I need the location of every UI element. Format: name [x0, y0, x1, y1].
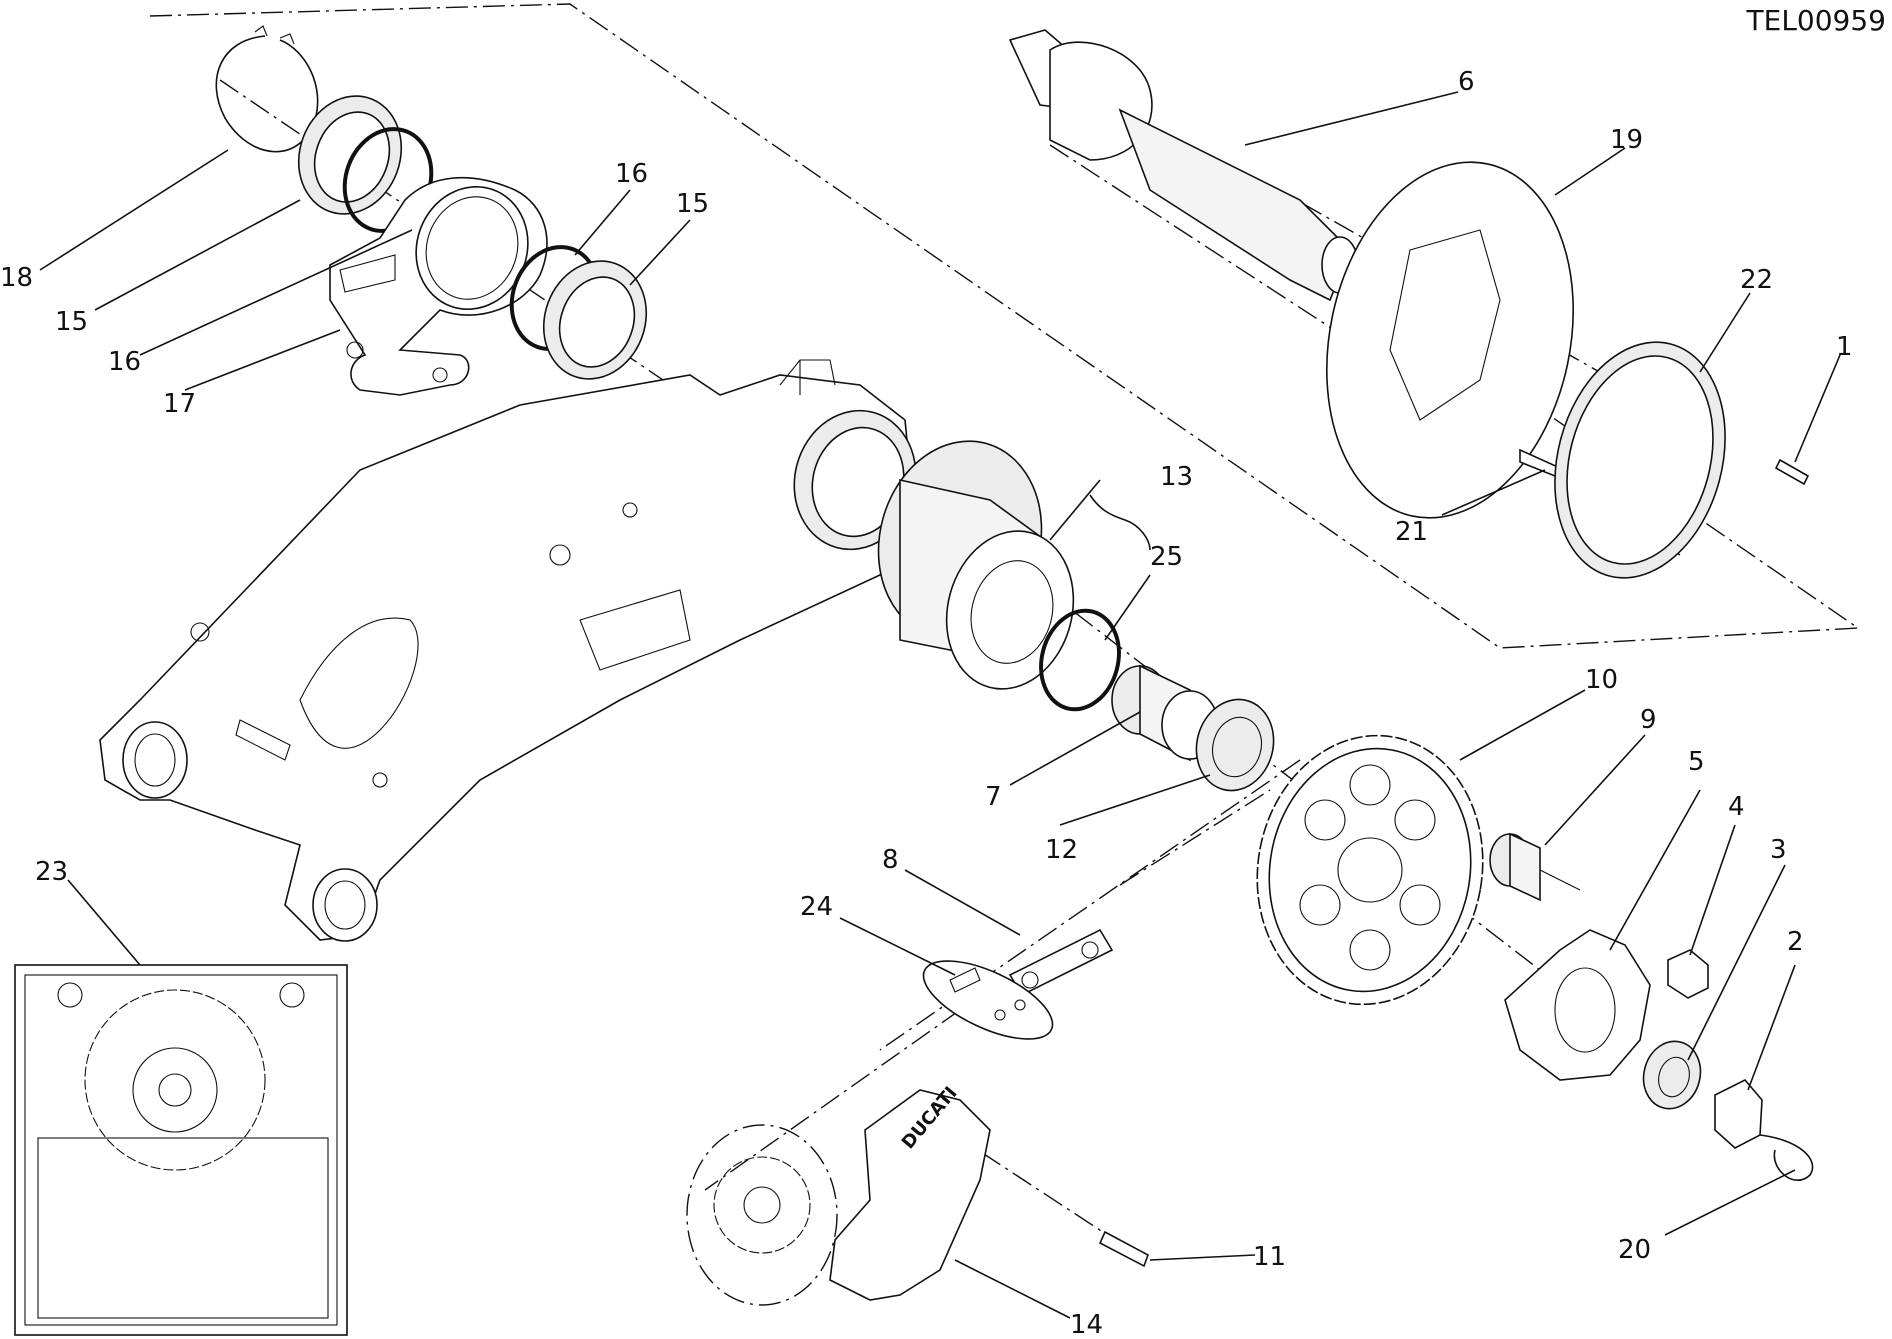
ring-nut-2: [1714, 1079, 1763, 1149]
label-13: 13: [1160, 462, 1193, 492]
label-5: 5: [1688, 747, 1705, 777]
seal-25: [1039, 608, 1121, 712]
label-21: 21: [1395, 517, 1428, 547]
label-2: 2: [1787, 927, 1804, 957]
label-8: 8: [882, 845, 899, 875]
label-18: 18: [0, 263, 33, 293]
part-number-labels: 1 2 3 4 5 6 7 8 9 10 11 12 13 14 15 15 1…: [0, 67, 1853, 1339]
disc-bolt-21: [1519, 448, 1561, 480]
screw-1: [1774, 458, 1810, 486]
axis-line-disc-bolt: [1269, 184, 1641, 396]
label-15-left: 15: [55, 307, 88, 337]
stud-9: [1489, 832, 1581, 902]
sprocket-flange-5: [1504, 929, 1651, 1081]
label-15-right: 15: [676, 189, 709, 219]
rear-sprocket-10: [1256, 734, 1484, 1006]
label-10: 10: [1585, 665, 1618, 695]
assembly-boundary-line: [149, 3, 1861, 649]
label-24: 24: [800, 892, 833, 922]
label-19: 19: [1610, 125, 1643, 155]
inset-detail-23: [14, 964, 348, 1336]
label-12: 12: [1045, 835, 1078, 865]
cover-bolt-11: [1098, 1230, 1149, 1268]
label-4: 4: [1728, 792, 1745, 822]
sprocket-cover-14: DUCATI: [829, 1083, 991, 1301]
tone-ring-22: [1554, 341, 1726, 579]
label-6: 6: [1458, 67, 1475, 97]
label-11: 11: [1253, 1242, 1286, 1272]
label-14: 14: [1070, 1310, 1103, 1339]
axis-line-chain-lower: [704, 1009, 961, 1191]
clip-20: [1759, 1134, 1814, 1181]
label-17: 17: [163, 389, 196, 419]
label-16-right: 16: [615, 159, 648, 189]
label-3: 3: [1770, 835, 1787, 865]
axis-line-chain-link: [1119, 789, 1271, 886]
label-23: 23: [35, 857, 68, 887]
label-22: 22: [1740, 265, 1773, 295]
label-16-left: 16: [108, 347, 141, 377]
figure-reference-code: TEL00959: [1746, 4, 1886, 37]
label-1: 1: [1836, 332, 1853, 362]
axis-line-chain-upper: [879, 759, 1301, 1051]
label-20: 20: [1618, 1235, 1651, 1265]
circlip-18: [215, 25, 319, 153]
rear-axle-6: [1008, 29, 1359, 302]
brake-disc-19: [1326, 161, 1574, 519]
label-25: 25: [1150, 542, 1183, 572]
label-9: 9: [1640, 705, 1657, 735]
nut-4: [1667, 949, 1709, 999]
single-sided-swingarm: [99, 359, 917, 942]
leader-lines: [39, 91, 1841, 1319]
front-sprocket-reference: [686, 1124, 838, 1306]
bushing-7: [1111, 664, 1219, 762]
washer-3: [1642, 1040, 1702, 1110]
spacer-12: [1195, 698, 1275, 792]
chain-link-8: [1008, 928, 1114, 997]
chain-link-kit-24: [922, 960, 1054, 1040]
label-7: 7: [985, 782, 1002, 812]
